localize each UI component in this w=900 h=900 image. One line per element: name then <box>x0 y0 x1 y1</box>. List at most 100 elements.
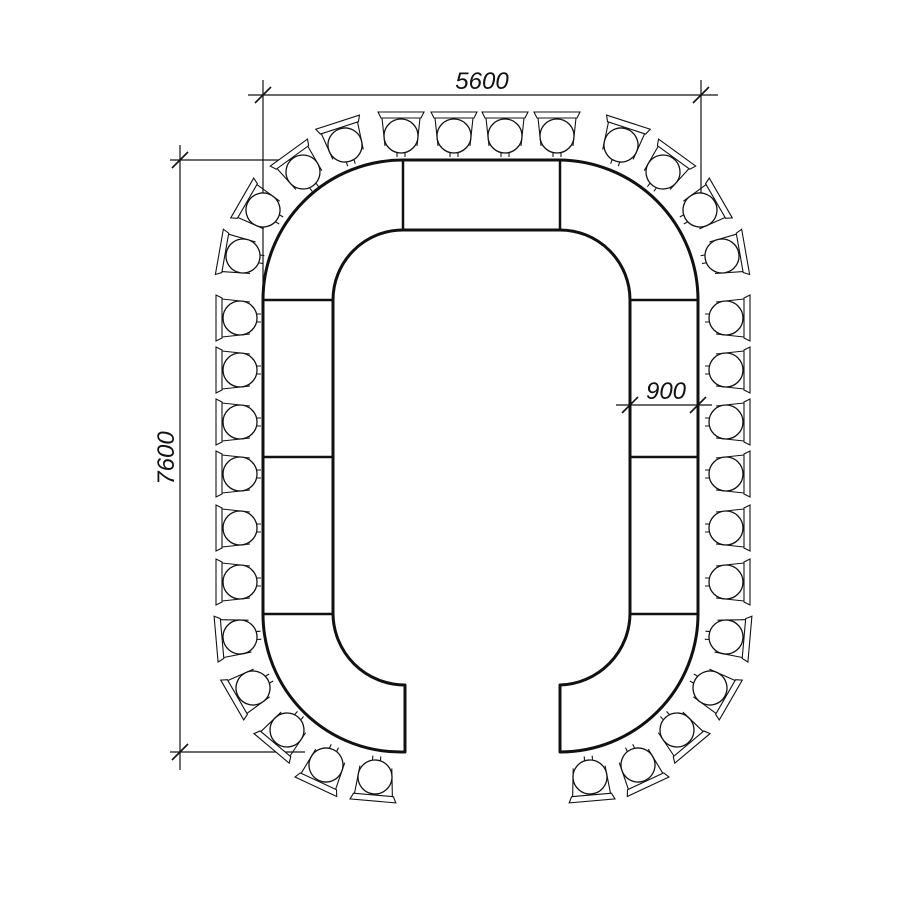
chair-legs <box>329 744 339 752</box>
chair-seat <box>708 564 744 600</box>
chair-legs <box>705 523 709 533</box>
chair-legs <box>396 153 406 157</box>
chair-seat <box>436 118 472 154</box>
chair-backrest <box>229 177 259 219</box>
chair-seat <box>222 456 258 492</box>
chair-backrest <box>215 294 223 342</box>
chair-legs <box>371 755 382 761</box>
chair-backrest <box>215 346 223 394</box>
chair-legs <box>345 159 356 167</box>
chair-backrest <box>741 615 753 663</box>
chair-backrest <box>215 504 223 552</box>
chair-seat <box>708 456 744 492</box>
chair <box>705 504 751 552</box>
chair-legs <box>256 630 262 641</box>
chair-legs <box>660 710 670 720</box>
chair <box>705 294 751 342</box>
chair-legs <box>257 417 261 427</box>
chair <box>215 294 261 342</box>
chair <box>269 138 323 192</box>
chair-legs <box>257 365 261 375</box>
chair-legs <box>583 755 594 761</box>
chair <box>215 504 261 552</box>
chair-legs <box>500 153 510 157</box>
chair <box>214 228 265 276</box>
chair-seat <box>222 564 258 600</box>
chair-legs <box>275 214 284 225</box>
chair-legs <box>610 159 621 167</box>
chair-seat <box>222 510 258 546</box>
chair-seat <box>245 192 281 228</box>
chair-seat <box>222 404 258 440</box>
chair-seat <box>572 759 608 795</box>
chair-legs <box>704 630 710 641</box>
chair-legs <box>705 577 709 587</box>
chair-seat <box>645 154 681 190</box>
chair-seat <box>708 510 744 546</box>
chair-seat <box>692 670 728 706</box>
chair-backrest <box>735 228 751 276</box>
chair-backrest <box>349 792 397 804</box>
chair <box>705 346 751 394</box>
chair-backrest <box>704 177 734 219</box>
chair-legs <box>689 673 698 684</box>
chair <box>700 228 751 276</box>
chair-legs <box>705 469 709 479</box>
chair-seat <box>383 118 419 154</box>
chair <box>293 744 346 798</box>
chair-backrest <box>672 730 712 765</box>
chair <box>705 558 751 606</box>
chair-seat <box>285 154 321 190</box>
chair-seat <box>708 404 744 440</box>
chair <box>252 710 307 765</box>
chair-seat <box>357 759 393 795</box>
depth-label: 900 <box>646 378 687 405</box>
chair-backrest <box>533 111 581 119</box>
chair-seat <box>235 670 271 706</box>
chair-backrest <box>215 558 223 606</box>
chair-backrest <box>293 772 338 798</box>
chair-backrest <box>743 504 751 552</box>
chair <box>618 744 671 798</box>
chair-backrest <box>430 111 478 119</box>
chair-legs <box>294 710 304 720</box>
chair-backrest <box>215 450 223 498</box>
chair-seat <box>222 300 258 336</box>
chair-backrest <box>605 114 652 135</box>
chair <box>215 398 261 446</box>
chair-backrest <box>213 615 225 663</box>
chair-legs <box>257 313 261 323</box>
chair-legs <box>257 469 261 479</box>
chair <box>349 755 397 804</box>
chair-legs <box>257 523 261 533</box>
chair <box>643 138 697 192</box>
chair-seat <box>222 352 258 388</box>
chair <box>602 114 652 167</box>
chair-backrest <box>219 679 249 721</box>
chair <box>215 558 261 606</box>
chairs <box>213 111 753 804</box>
chair <box>377 111 425 157</box>
chair <box>704 615 753 663</box>
chair-seat <box>659 712 695 748</box>
chair-legs <box>646 183 657 192</box>
width-dimension: 5600 <box>248 68 718 300</box>
chair-backrest <box>743 558 751 606</box>
chair-legs <box>679 214 688 225</box>
chair <box>219 668 274 721</box>
chair <box>705 398 751 446</box>
chair-backrest <box>743 450 751 498</box>
chair <box>229 177 284 230</box>
chair-seat <box>487 118 523 154</box>
depth-dimension: 900 <box>616 378 712 414</box>
chair-backrest <box>481 111 529 119</box>
chair-seat <box>327 127 363 163</box>
chair-seat <box>603 127 639 163</box>
chair <box>481 111 529 157</box>
chair-backrest <box>215 398 223 446</box>
table-segment-seams <box>263 160 698 616</box>
chair-backrest <box>714 679 744 721</box>
chair <box>705 450 751 498</box>
chair-legs <box>258 254 265 265</box>
